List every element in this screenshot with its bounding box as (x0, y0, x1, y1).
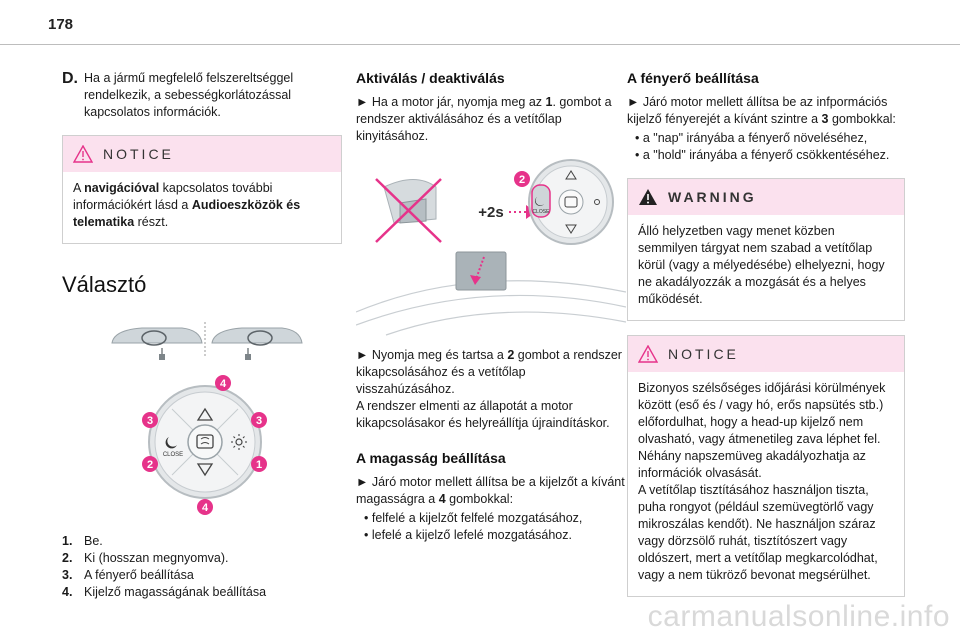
height-bullet: felfelé a kijelzőt felfelé mozgatásához, (364, 510, 626, 527)
activation-figure: +2s CLOSE 2 (356, 159, 626, 336)
brightness-bold: 3 (821, 112, 829, 126)
height-title: A magasság beállítása (356, 450, 506, 466)
warning-triangle-icon (73, 145, 93, 163)
brightness-bullet: a "nap" irányába a fényerő növeléséhez, (635, 130, 905, 147)
notice-body-weather: Bizonyos szélsőséges időjárási körülmény… (628, 372, 904, 596)
notice-title: NOTICE (103, 146, 174, 162)
warning-body: Álló helyzetben vagy menet közben semmil… (628, 215, 904, 320)
svg-text:2: 2 (519, 174, 525, 186)
brightness-text-b: gombokkal: (828, 112, 896, 126)
legend-label: Kijelző magasságának beállítása (84, 585, 267, 599)
badge-2: 2 (142, 456, 158, 472)
item-d: D. Ha a jármű megfelelő felszereltséggel… (62, 70, 342, 121)
top-divider (0, 44, 960, 45)
warning-header: WARNING (628, 179, 904, 215)
control-pad: CLOSE (148, 385, 262, 499)
height-bold: 4 (438, 492, 446, 506)
hold-memory-text: A rendszer elmenti az állapotát a motor … (356, 399, 610, 430)
legend-label: A fényerő beállítása (84, 568, 194, 582)
legend-item: 4. Kijelző magasságának beállítása (62, 584, 342, 601)
close-label-small: CLOSE (533, 209, 551, 215)
notice-box-navigation: NOTICE A navigációval kapcsolatos tovább… (62, 135, 342, 244)
badge-3-right: 3 (251, 412, 267, 428)
item-d-text: Ha a jármű megfelelő felszereltséggel re… (84, 71, 294, 119)
selector-figure: CLOSE 4 3 3 (111, 322, 303, 515)
svg-text:1: 1 (256, 459, 262, 471)
legend-number: 1. (62, 534, 73, 548)
callout-badges: 4 3 3 2 1 4 (142, 375, 267, 515)
item-d-key: D. (62, 70, 78, 87)
badge-3-left: 3 (142, 412, 158, 428)
brightness-title: A fényerő beállítása (627, 70, 759, 86)
warning-text: Álló helyzetben vagy menet közben semmil… (638, 224, 885, 306)
svg-text:3: 3 (147, 415, 153, 427)
badge-4-bottom: 4 (197, 499, 213, 515)
height-text-b: gombokkal: (445, 492, 514, 506)
notice-weather-text: Bizonyos szélsőséges időjárási körülmény… (638, 381, 886, 480)
activation-text-a: ► Ha a motor jár, nyomja meg az (356, 95, 546, 109)
notice-text-c: részt. (134, 215, 169, 229)
column-middle: Aktiválás / deaktiválás ► Ha a motor jár… (356, 70, 626, 544)
press-duration-label: +2s (478, 204, 503, 221)
warning-triangle-icon (638, 345, 658, 363)
brightness-bullet: a "hold" irányába a fényerő csökkentéséh… (635, 147, 905, 164)
column-right: A fényerő beállítása ► Járó motor mellet… (627, 70, 905, 597)
height-bullets: felfelé a kijelzőt felfelé mozgatásához,… (356, 510, 626, 544)
height-bullet: lefelé a kijelző lefelé mozgatásához. (364, 527, 626, 544)
legend-item: 3. A fényerő beállítása (62, 567, 342, 584)
watermark: carmanualsonline.info (647, 600, 950, 633)
notice-header: NOTICE (63, 136, 341, 172)
badge-1: 1 (251, 456, 267, 472)
badge-4-top: 4 (215, 375, 231, 391)
legend-number: 3. (62, 568, 73, 582)
notice-text: A navigációval kapcsolatos további infor… (73, 180, 331, 231)
brightness-text: ► Járó motor mellett állítsa be az infpo… (627, 94, 905, 128)
activation-title: Aktiválás / deaktiválás (356, 70, 505, 86)
notice-text-b: kapcsolatos további információkért lásd … (73, 181, 273, 212)
svg-text:4: 4 (202, 502, 209, 514)
legend-number: 2. (62, 551, 73, 565)
page-number: 178 (48, 16, 74, 33)
column-left: D. Ha a jármű megfelelő felszereltséggel… (62, 70, 342, 601)
warning-title: WARNING (668, 189, 757, 205)
warning-icon (639, 189, 657, 205)
brightness-bullets: a "nap" irányába a fényerő növeléséhez, … (627, 130, 905, 164)
svg-text:4: 4 (220, 378, 227, 390)
legend-item: 1. Be. (62, 533, 342, 550)
warning-box: WARNING Álló helyzetben vagy menet közbe… (627, 178, 905, 321)
badge-2-activation: 2 (514, 171, 530, 187)
notice-text-a: A (73, 181, 85, 195)
height-text-a: ► Járó motor mellett állítsa be a kijelz… (356, 475, 625, 506)
notice-body: A navigációval kapcsolatos további infor… (63, 172, 341, 243)
close-label: CLOSE (163, 452, 183, 458)
legend-label: Ki (hosszan megnyomva). (84, 551, 229, 565)
dashboard-right-illustration (211, 327, 303, 360)
notice-box-weather: NOTICE Bizonyos szélsőséges időjárási kö… (627, 335, 905, 597)
control-pad-small: CLOSE (528, 159, 614, 245)
hud-retract-illustration (455, 251, 507, 291)
hud-screen-illustration (375, 178, 442, 243)
legend-label: Be. (84, 534, 103, 548)
notice-title-weather: NOTICE (668, 346, 739, 362)
svg-text:2: 2 (147, 459, 153, 471)
activation-text: ► Ha a motor jár, nyomja meg az 1. gombo… (356, 94, 626, 145)
hold-text-a: ► Nyomja meg és tartsa a (356, 348, 508, 362)
selector-legend: 1. Be. 2. Ki (hosszan megnyomva). 3. A fény… (62, 533, 342, 601)
brightness-text-a: ► Járó motor mellett állítsa be az infpo… (627, 95, 888, 126)
hold-text-b: gombot a rendszer kikapcsolásához és a v… (356, 348, 622, 396)
activation-text-b: . gombot a rendszer aktiválásához és a v… (356, 95, 612, 143)
notice-bold-a: navigációval (84, 181, 160, 195)
activation-bold: 1 (545, 95, 553, 109)
legend-number: 4. (62, 585, 73, 599)
section-title-selector: Választó (62, 272, 147, 297)
svg-text:3: 3 (256, 415, 262, 427)
notice-header-weather: NOTICE (628, 336, 904, 372)
hold-bold: 2 (507, 348, 515, 362)
notice-bold-b: Audioeszközök és telematika (73, 198, 301, 229)
notice-cleaning-text: A vetítőlap tisztításához használjon tis… (638, 483, 878, 582)
height-text: ► Járó motor mellett állítsa be a kijelz… (356, 474, 626, 508)
legend-item: 2. Ki (hosszan megnyomva). (62, 550, 342, 567)
dashboard-left-illustration (111, 327, 203, 360)
hold-text: ► Nyomja meg és tartsa a 2 gombot a rend… (356, 347, 626, 398)
